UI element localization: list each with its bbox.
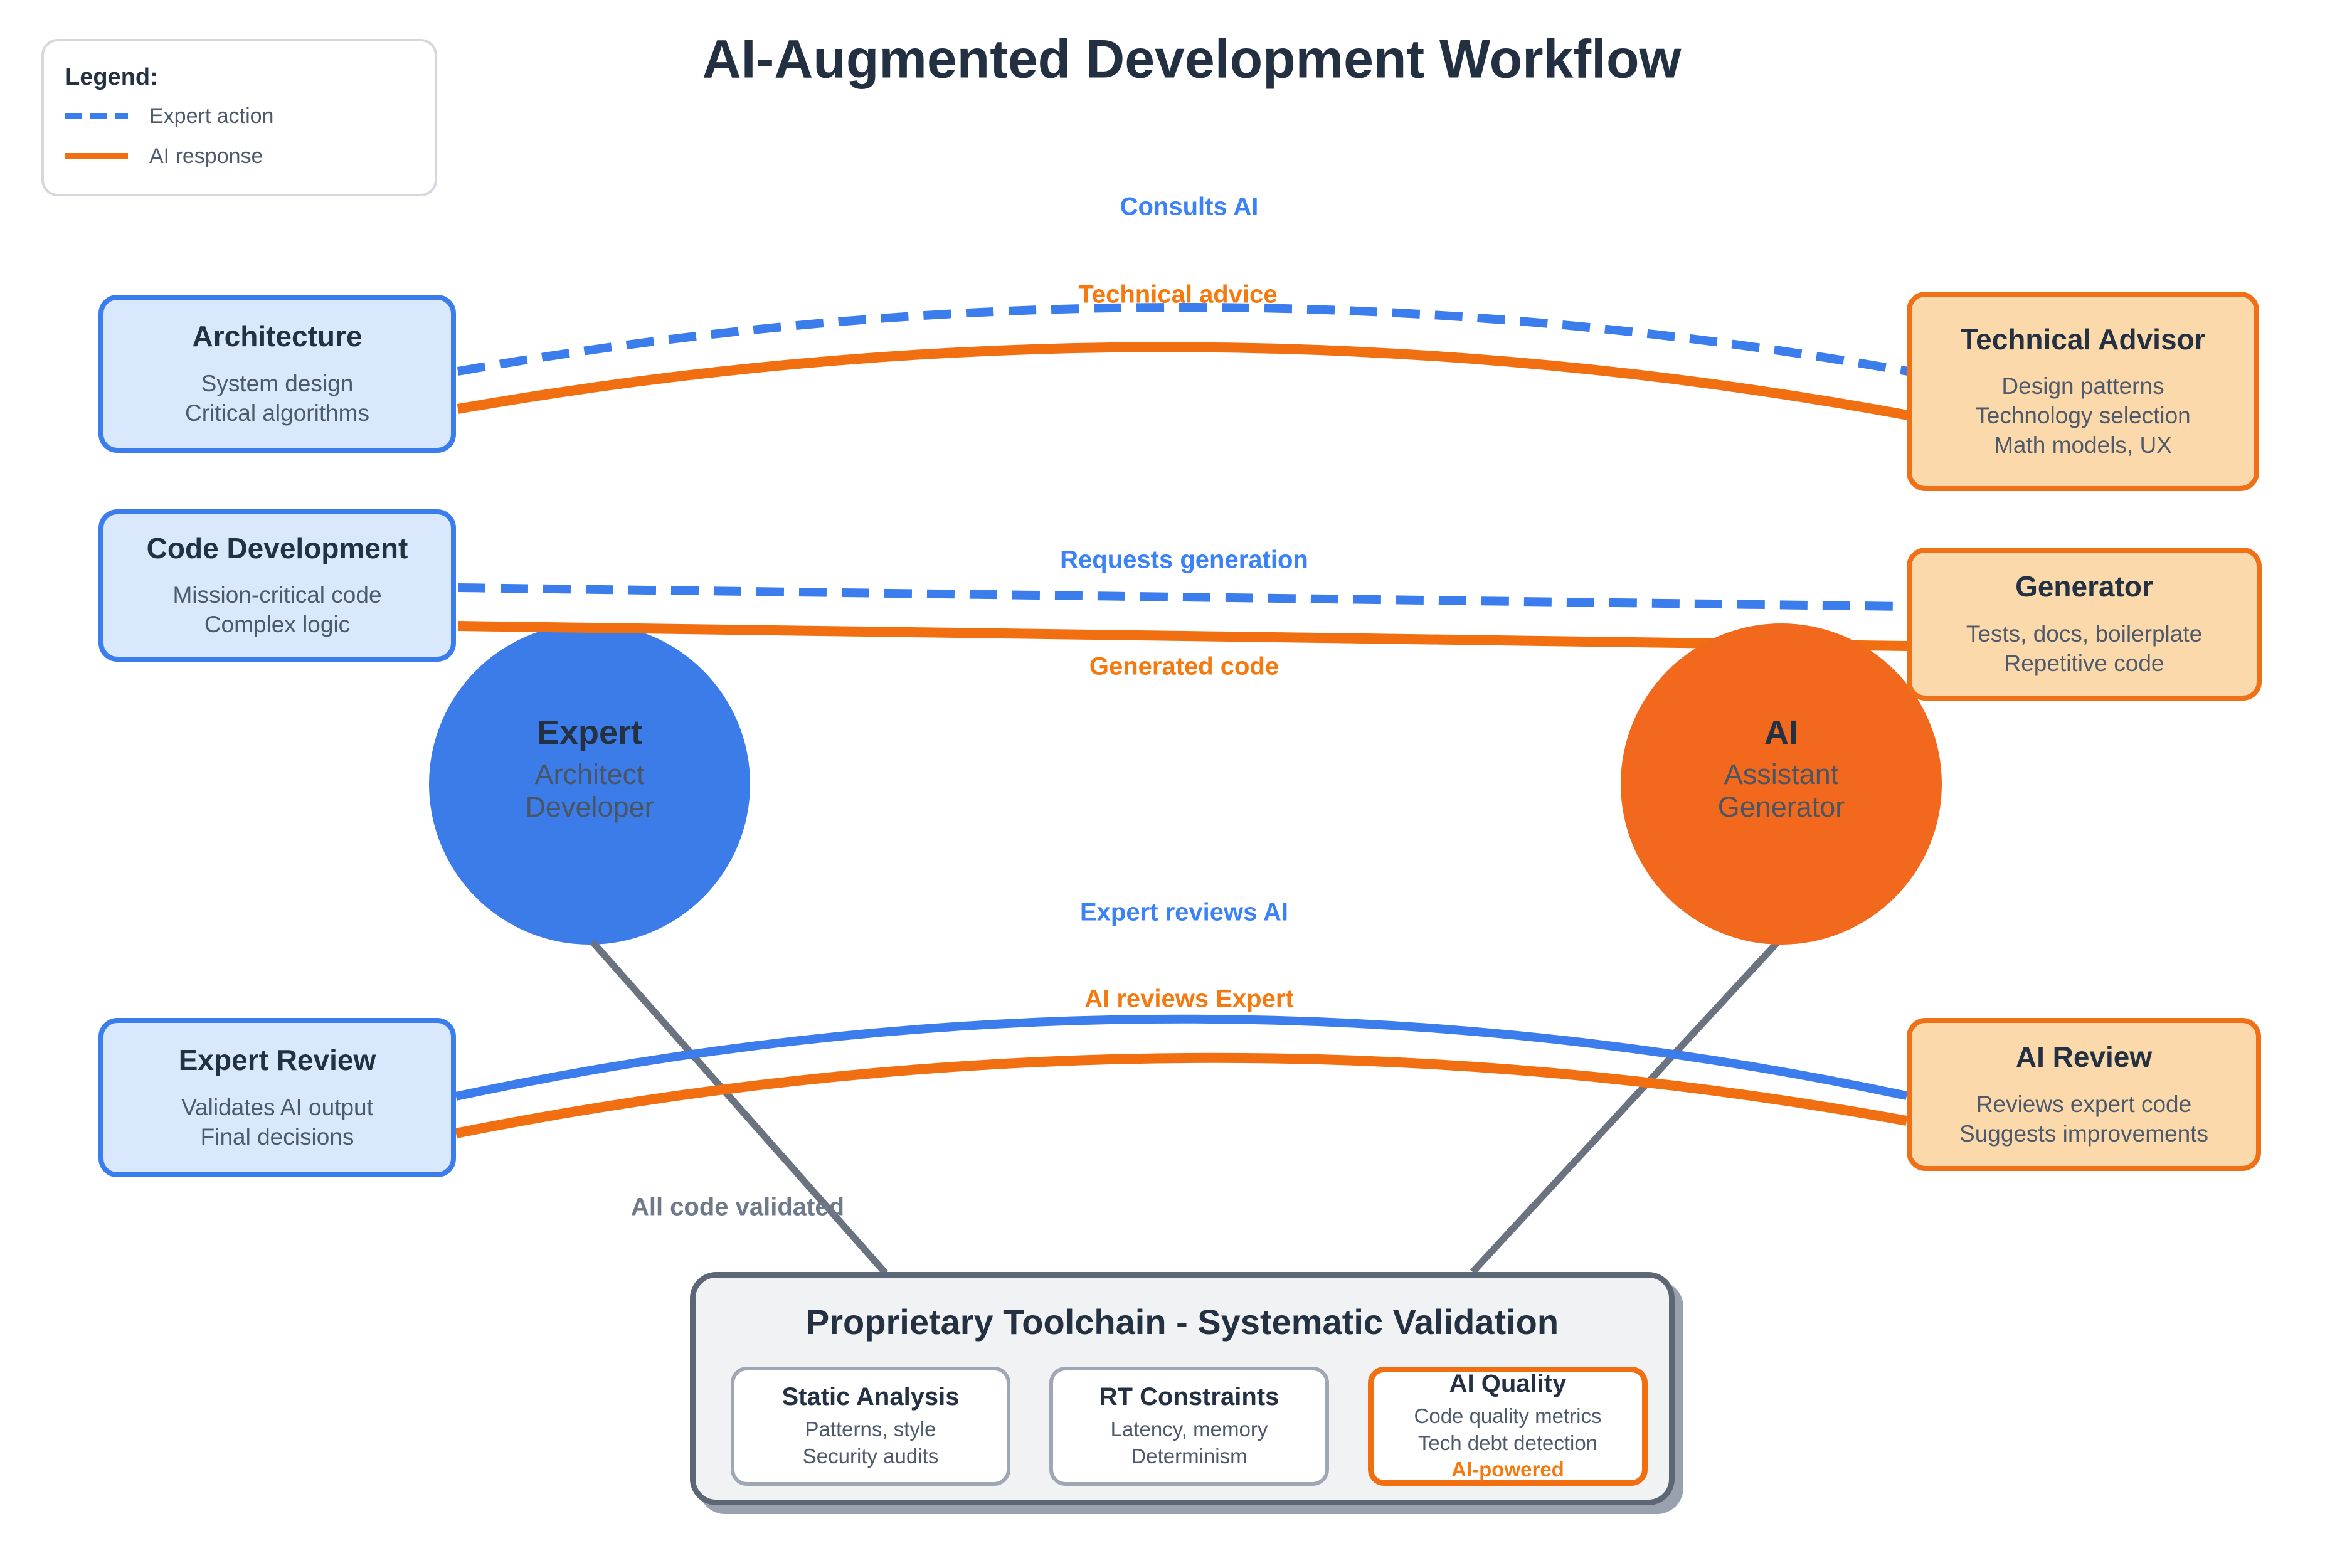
- node-ai-review: AI Review Reviews expert code Suggests i…: [1907, 1018, 2261, 1171]
- node-title: Code Development: [146, 531, 408, 564]
- page-title: AI-Augmented Development Workflow: [702, 29, 1682, 90]
- card-line: Latency, memory: [1110, 1417, 1268, 1441]
- node-technical-advisor: Technical Advisor Design patterns Techno…: [1907, 292, 2259, 491]
- expert-circle-line: Architect: [534, 758, 645, 791]
- toolchain-cards-row: Static Analysis Patterns, style Security…: [731, 1367, 1648, 1486]
- node-line: Tests, docs, boilerplate: [1966, 620, 2203, 647]
- node-line: System design: [201, 370, 354, 396]
- expert-reviews-ai-edge: [455, 1014, 1908, 1101]
- node-expert-review: Expert Review Validates AI output Final …: [98, 1018, 456, 1177]
- node-line: Validates AI output: [181, 1094, 373, 1120]
- legend-item-ai-response: AI response: [65, 144, 416, 169]
- expert-circle: Expert Architect Developer: [429, 623, 750, 945]
- ai-circle: AI Assistant Generator: [1621, 623, 1942, 945]
- node-title: AI Review: [2015, 1041, 2153, 1074]
- edge-label-all-code-validated: All code validated: [630, 1193, 845, 1221]
- card-line: Security audits: [802, 1444, 939, 1468]
- card-ai-quality: AI Quality Code quality metrics Tech deb…: [1368, 1367, 1648, 1486]
- node-line: Critical algorithms: [184, 400, 369, 426]
- ai-to-toolchain-line: [1470, 937, 1783, 1274]
- card-line: Determinism: [1131, 1444, 1248, 1468]
- node-line: Mission-critical code: [172, 582, 382, 608]
- generated-code-edge: [457, 621, 1907, 651]
- card-title: AI Quality: [1449, 1369, 1567, 1397]
- edge-label-generated-code: Generated code: [1089, 652, 1279, 681]
- ai-circle-line: Assistant: [1724, 758, 1839, 791]
- ai-response-solid-line-icon: [65, 153, 128, 159]
- card-line: Patterns, style: [805, 1417, 936, 1441]
- node-title: Expert Review: [178, 1044, 376, 1077]
- requests-generation-edge: [457, 583, 1907, 611]
- node-title: Generator: [2015, 570, 2153, 603]
- node-line: Reviews expert code: [1976, 1091, 2192, 1117]
- card-line: Code quality metrics: [1414, 1404, 1602, 1428]
- edge-label-technical-advice: Technical advice: [1078, 280, 1278, 309]
- edge-label-ai-reviews-expert: AI reviews Expert: [1084, 985, 1294, 1013]
- edge-label-requests-generation: Requests generation: [1060, 546, 1308, 574]
- technical-advice-edge: [457, 342, 1909, 420]
- node-line: Suggests improvements: [1959, 1120, 2208, 1147]
- ai-circle-line: Generator: [1717, 791, 1845, 824]
- expert-to-toolchain-line: [590, 940, 889, 1276]
- expert-circle-line: Developer: [525, 791, 654, 824]
- node-title: Technical Advisor: [1960, 322, 2206, 356]
- node-code-development: Code Development Mission-critical code C…: [98, 509, 456, 662]
- legend-item-expert-action: Expert action: [65, 103, 416, 129]
- node-architecture: Architecture System design Critical algo…: [98, 295, 456, 453]
- node-generator: Generator Tests, docs, boilerplate Repet…: [1907, 548, 2262, 701]
- node-line: Math models, UX: [1994, 432, 2172, 458]
- edge-label-consults-ai: Consults AI: [1120, 193, 1259, 221]
- ai-circle-title: AI: [1764, 714, 1798, 752]
- toolchain-title: Proprietary Toolchain - Systematic Valid…: [805, 1302, 1559, 1342]
- node-title: Architecture: [192, 320, 363, 353]
- legend-heading: Legend:: [65, 64, 158, 90]
- toolchain-container: Proprietary Toolchain - Systematic Valid…: [690, 1272, 1675, 1505]
- expert-circle-title: Expert: [536, 714, 643, 752]
- card-rt-constraints: RT Constraints Latency, memory Determini…: [1049, 1367, 1329, 1486]
- card-title: RT Constraints: [1099, 1383, 1279, 1411]
- card-line: Tech debt detection: [1417, 1431, 1598, 1454]
- card-title: Static Analysis: [781, 1383, 960, 1411]
- ai-reviews-expert-edge: [455, 1052, 1908, 1138]
- node-line: Technology selection: [1975, 403, 2191, 429]
- node-line: Complex logic: [204, 612, 351, 638]
- edge-label-expert-reviews-ai: Expert reviews AI: [1079, 898, 1289, 926]
- node-line: Repetitive code: [2004, 650, 2164, 676]
- legend-item-label: AI response: [149, 144, 263, 168]
- legend-item-label: Expert action: [149, 103, 274, 128]
- card-static-analysis: Static Analysis Patterns, style Security…: [731, 1367, 1010, 1486]
- legend: Legend: Expert action AI response: [41, 39, 437, 196]
- node-line: Final decisions: [200, 1123, 354, 1150]
- expert-action-dashed-line-icon: [65, 113, 128, 119]
- node-line: Design patterns: [2001, 373, 2164, 400]
- consults-ai-edge: [457, 303, 1909, 376]
- card-ai-powered-badge: AI-powered: [1451, 1458, 1564, 1481]
